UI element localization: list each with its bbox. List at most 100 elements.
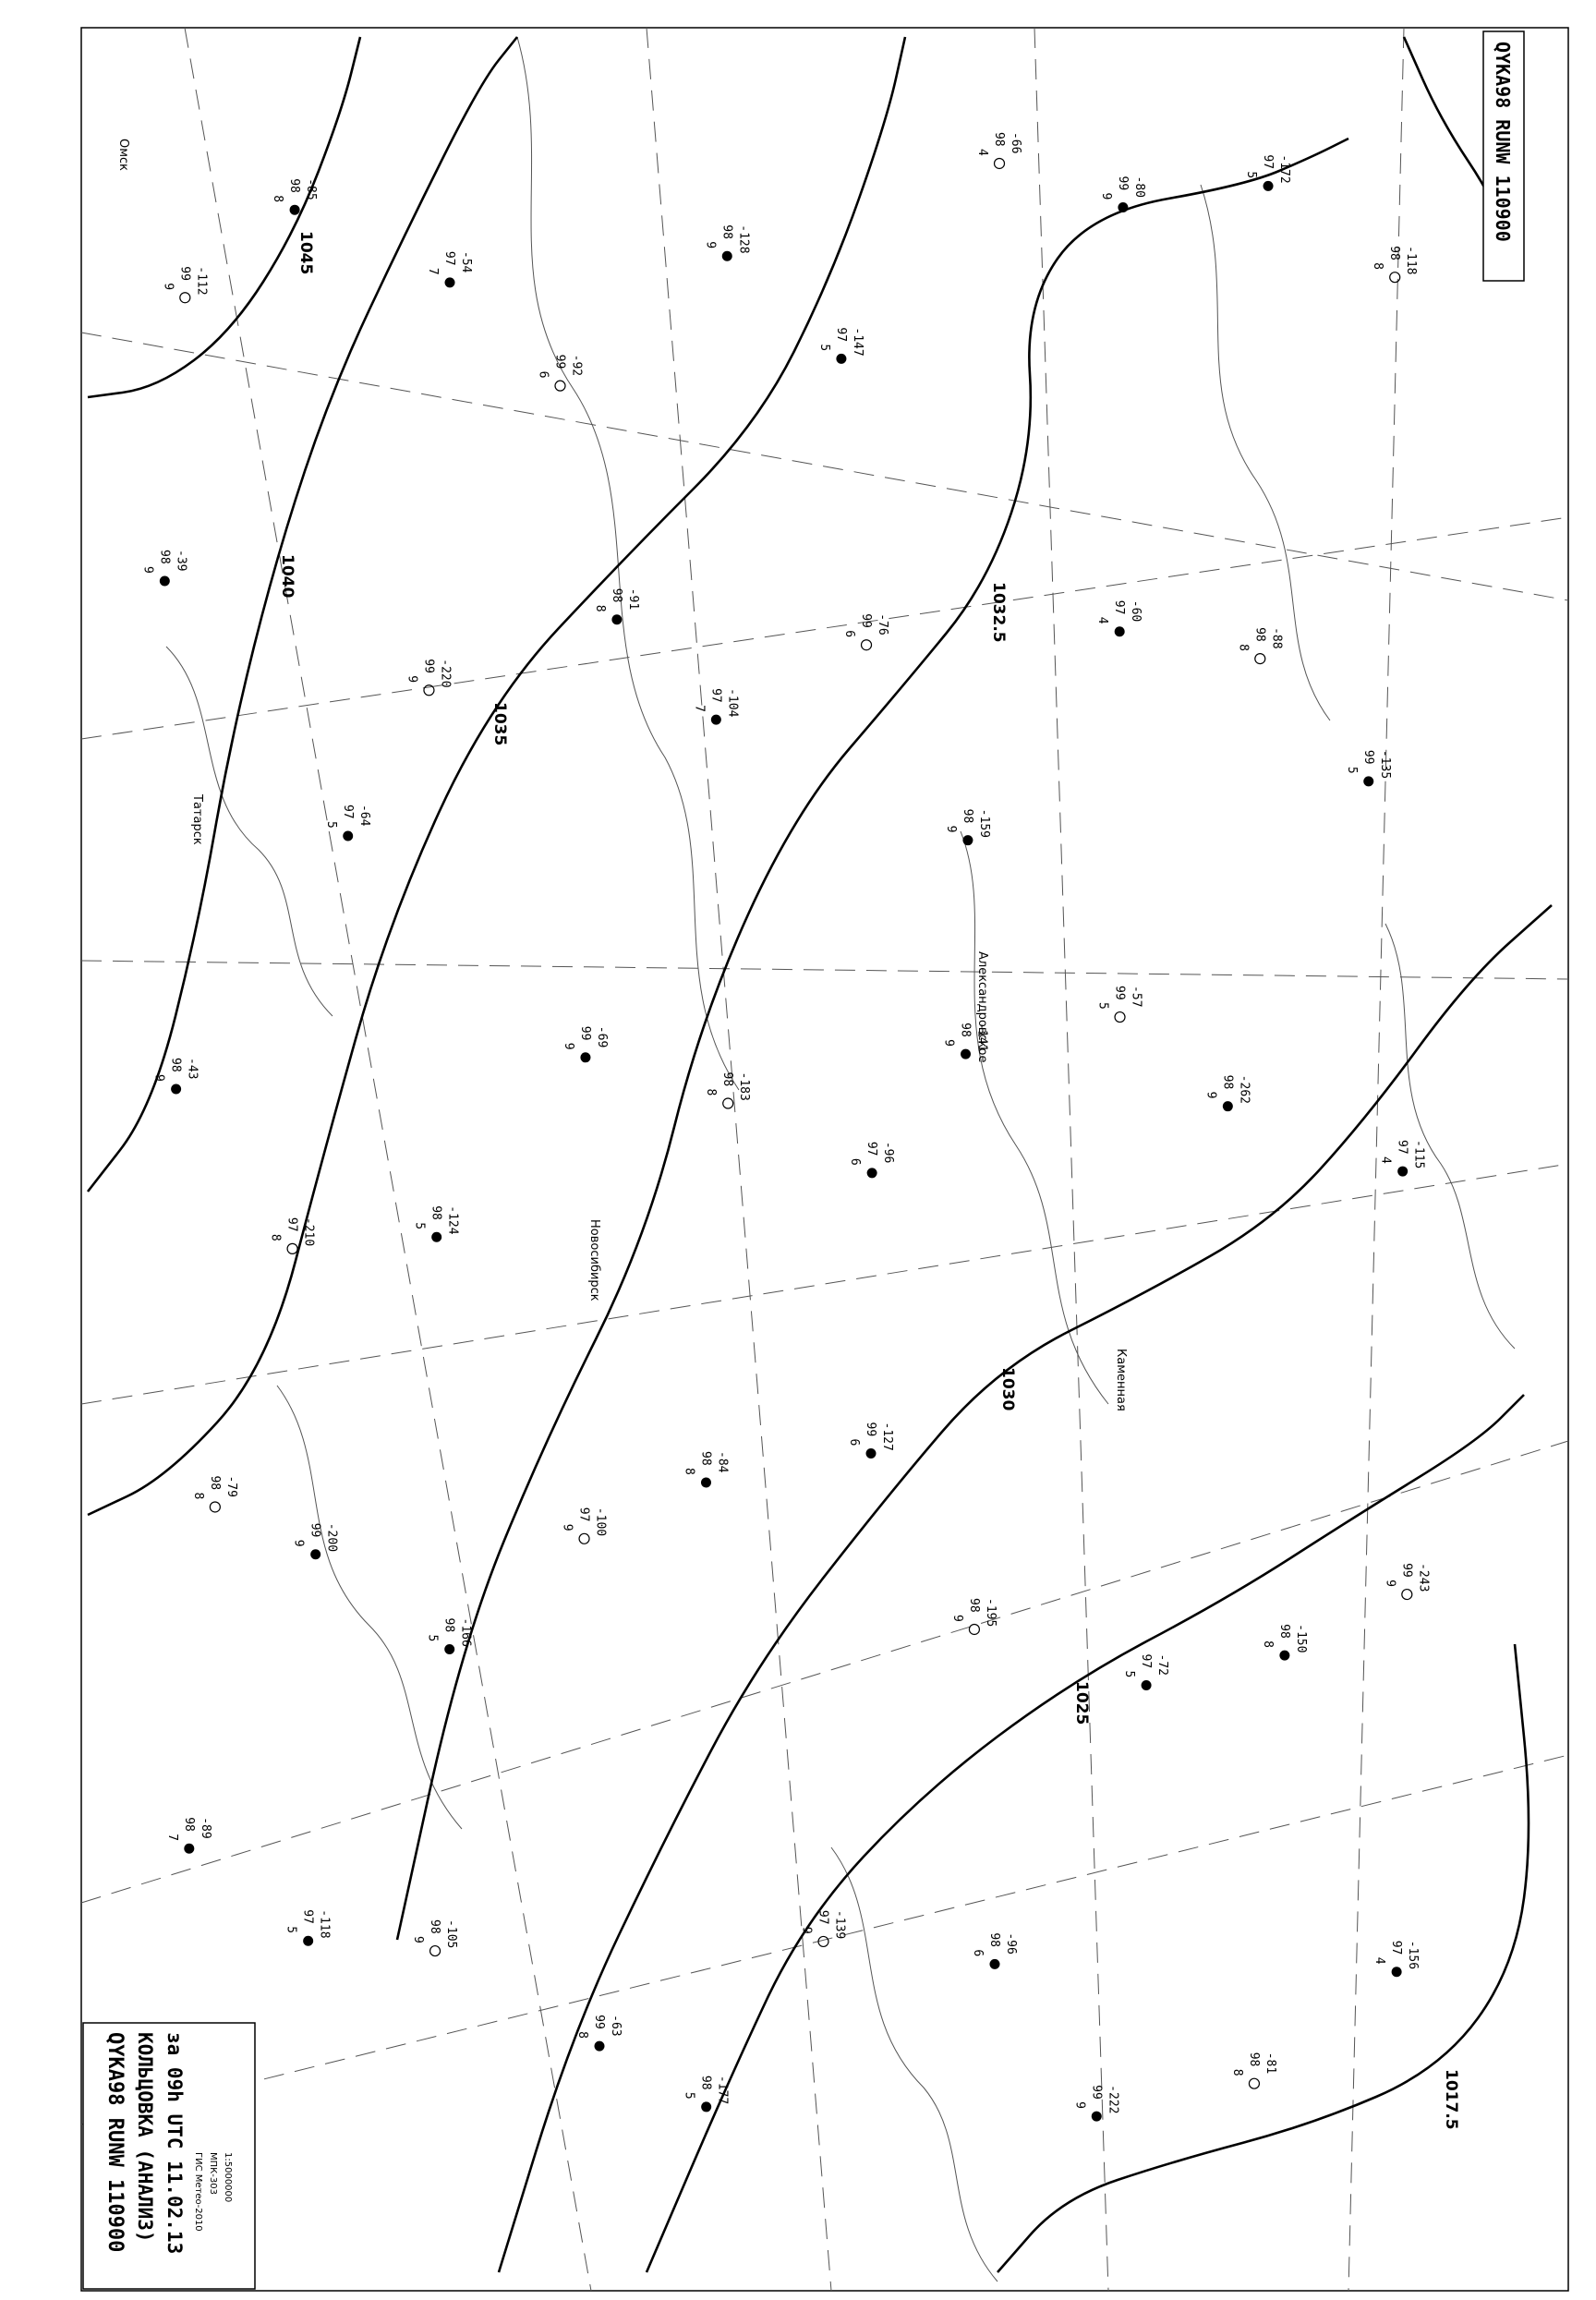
station-temperature: 99: [1113, 986, 1127, 1000]
station-pressure: -57: [1130, 986, 1143, 1007]
isobar-label: 1030: [998, 1367, 1017, 1410]
station-circle: [721, 250, 732, 261]
title-block: QYKA98 RUNW 110900 КОЛЬЦОВКА (АНАЛИЗ) за…: [82, 2022, 256, 2290]
station-pressure: -222: [1106, 2085, 1119, 2113]
station-cloud: 6: [848, 1158, 862, 1166]
station-temperature: 98: [208, 1475, 222, 1490]
isobar-1045: [87, 36, 362, 399]
station-pressure: -243: [1416, 1563, 1430, 1592]
station-cloud: 9: [292, 1540, 306, 1547]
isobar-1030: [497, 904, 1553, 2273]
title-credit-1: ГИС Метео-2010: [193, 2152, 203, 2232]
station-pressure: -141: [975, 1023, 989, 1051]
station-temperature: 99: [592, 2015, 606, 2029]
station-cloud: 9: [561, 1524, 574, 1531]
title-time: за 09h UTC 11.02.13: [163, 2032, 186, 2254]
station-temperature: 97: [1389, 1941, 1403, 1955]
isobar-label: 1035: [490, 702, 509, 745]
station-circle: [594, 2040, 605, 2052]
station-pressure: -210: [302, 1217, 316, 1246]
title-name: КОЛЬЦОВКА (АНАЛИЗ): [134, 2032, 156, 2243]
station-cloud: 5: [426, 1635, 440, 1642]
station-pressure: -72: [1155, 1654, 1169, 1676]
station-pressure: -54: [459, 251, 473, 273]
station-circle: [860, 639, 873, 651]
station-pressure: -105: [444, 1919, 458, 1948]
station-pressure: -92: [569, 355, 583, 376]
isobar-label: 1025: [1072, 1681, 1091, 1725]
isobar-label: 1017.5: [1442, 2069, 1460, 2130]
station-pressure: -150: [1294, 1624, 1308, 1652]
station-circle: [423, 684, 435, 696]
station-cloud: 8: [704, 1089, 718, 1096]
isobar-1032.5: [395, 137, 1349, 1941]
station-cloud: 9: [942, 1039, 956, 1047]
station-temperature: 98: [720, 1072, 734, 1087]
station-pressure: -100: [594, 1507, 608, 1536]
station-circle: [701, 2101, 712, 2112]
station-circle: [722, 1097, 734, 1109]
place-omsk: Омск: [116, 139, 130, 171]
station-pressure: -88: [1269, 627, 1283, 648]
station-circle: [578, 1532, 590, 1544]
station-circle: [429, 1944, 441, 1957]
station-temperature: 97: [1261, 154, 1275, 169]
station-cloud: 6: [536, 371, 550, 379]
station-pressure: -79: [224, 1475, 238, 1496]
station-circle: [1263, 180, 1274, 191]
station-pressure: -63: [609, 2015, 623, 2036]
title-credit-2: МПК-303: [208, 2152, 218, 2195]
station-cloud: 7: [426, 268, 440, 275]
place-novosibirsk: Новосибирск: [587, 1219, 601, 1301]
station-circle: [209, 1501, 221, 1513]
station-cloud: 4: [1372, 1957, 1386, 1965]
station-pressure: -89: [199, 1817, 212, 1838]
station-temperature: 98: [992, 132, 1006, 147]
station-circle: [1114, 626, 1125, 637]
station-circle: [310, 1549, 321, 1560]
station-pressure: -39: [174, 550, 187, 571]
station-circle: [289, 204, 300, 215]
station-temperature: 98: [157, 550, 171, 564]
station-circle: [1222, 1101, 1233, 1112]
station-pressure: -43: [186, 1058, 200, 1079]
station-cloud: 8: [1230, 2069, 1244, 2076]
station-temperature: 99: [552, 355, 566, 369]
place-aleksandrovskoe: Александровское: [975, 951, 989, 1062]
station-pressure: -172: [1277, 154, 1291, 183]
station-cloud: 8: [1371, 262, 1384, 270]
station-cloud: 4: [1095, 617, 1109, 624]
station-pressure: -177: [716, 2076, 730, 2104]
station-pressure: -81: [1264, 2052, 1277, 2074]
station-circle: [866, 1168, 877, 1179]
station-cloud: 9: [1203, 1092, 1217, 1099]
station-temperature: 97: [864, 1142, 878, 1156]
station-temperature: 97: [1139, 1654, 1153, 1669]
station-cloud: 8: [575, 2031, 589, 2039]
station-cloud: 5: [1244, 171, 1258, 178]
station-cloud: 9: [405, 675, 418, 683]
station-cloud: 9: [703, 241, 717, 248]
station-circle: [817, 1935, 829, 1948]
station-cloud: 5: [324, 821, 338, 829]
station-circle: [1248, 2077, 1261, 2089]
station-temperature: 97: [442, 251, 456, 266]
station-pressure: -200: [325, 1523, 339, 1552]
station-pressure: -183: [737, 1072, 751, 1101]
